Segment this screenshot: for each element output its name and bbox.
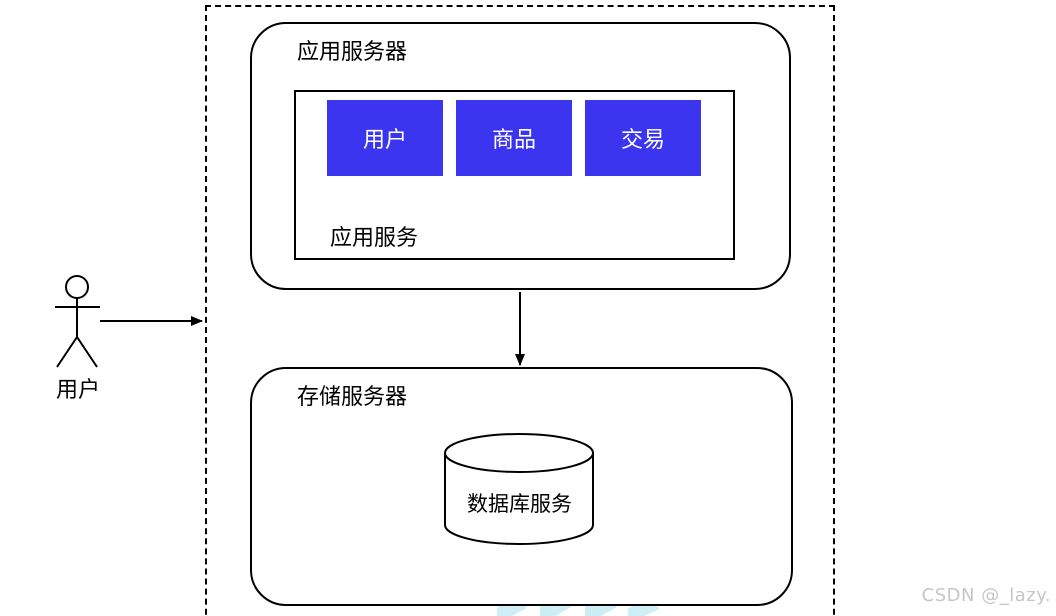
- storage-server-label: 存储服务器: [297, 385, 408, 410]
- app-server-label: 应用服务器: [297, 40, 408, 65]
- module-product: 商品: [456, 100, 572, 176]
- app-server-box: 应用服务器 用户 商品 交易 应用服务: [250, 22, 791, 290]
- user-actor-label: 用户: [55, 378, 100, 403]
- user-actor-icon: [55, 275, 100, 368]
- module-user: 用户: [327, 100, 443, 176]
- system-boundary: [205, 5, 835, 616]
- database-service-label: 数据库服务: [467, 492, 572, 516]
- app-services-box: 用户 商品 交易 应用服务: [294, 90, 735, 260]
- storage-server-box: 存储服务器: [250, 367, 793, 606]
- app-services-label: 应用服务: [330, 226, 419, 251]
- modules-row: 用户 商品 交易: [327, 100, 701, 176]
- csdn-watermark-text: CSDN @_lazy.: [921, 585, 1051, 606]
- module-trade: 交易: [585, 100, 701, 176]
